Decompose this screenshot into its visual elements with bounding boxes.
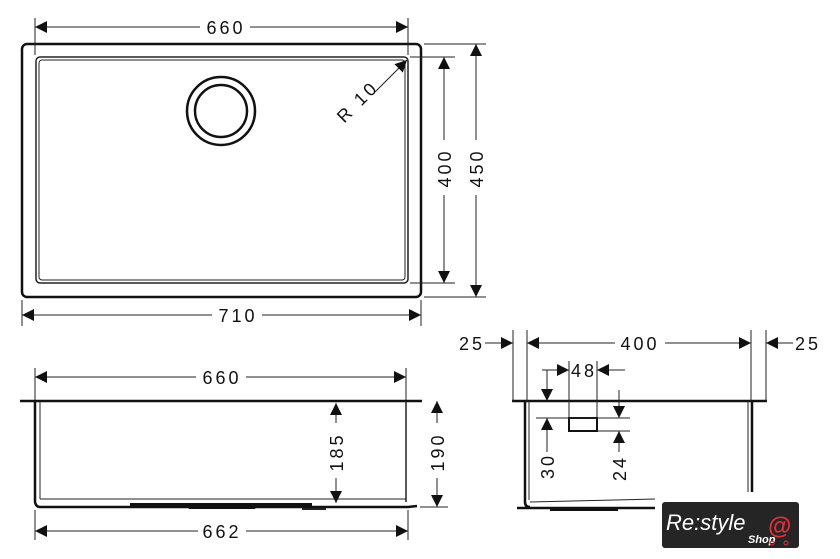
dim-185: 185 <box>327 432 347 471</box>
dim-30: 30 <box>538 453 558 479</box>
dim-25-right: 25 <box>795 334 821 354</box>
dim-710: 710 <box>218 306 257 326</box>
dim-190: 190 <box>428 432 448 471</box>
overflow-slot <box>568 417 598 432</box>
svg-text:Re:style: Re:style <box>666 510 745 535</box>
dim-48: 48 <box>571 361 597 381</box>
dim-660-front: 660 <box>202 368 241 388</box>
inner-bowl <box>35 56 409 284</box>
svg-text:Shop: Shop <box>748 534 776 546</box>
svg-text:@: @ <box>768 513 791 540</box>
top-view: 660 710 400 450 R 10 <box>20 18 487 326</box>
dim-25-left: 25 <box>459 334 485 354</box>
dim-400-top: 400 <box>435 148 455 187</box>
front-view: 660 662 185 190 <box>20 368 448 542</box>
dim-450: 450 <box>467 148 487 187</box>
side-view: 400 25 25 48 30 24 <box>459 330 821 511</box>
drain-outer <box>185 75 257 147</box>
drain-inner <box>193 83 249 139</box>
dim-660-top: 660 <box>206 18 245 38</box>
dim-24: 24 <box>610 455 630 481</box>
dim-radius: R 10 <box>333 77 383 127</box>
inner-bowl-edge <box>38 59 406 281</box>
dim-662: 662 <box>202 522 241 542</box>
restyle-shop-logo: Re:style Shop @ <box>662 502 799 548</box>
dim-400-side: 400 <box>620 334 659 354</box>
outer-rim <box>20 42 423 299</box>
